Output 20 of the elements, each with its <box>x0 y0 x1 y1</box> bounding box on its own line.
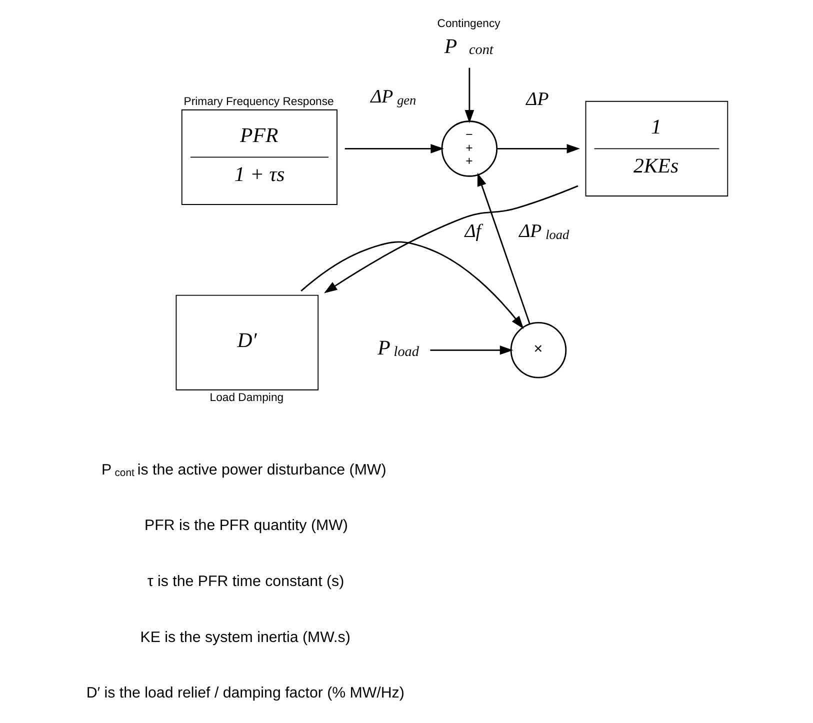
arrow <box>476 172 530 324</box>
node-circle: − + + <box>440 120 498 177</box>
node-box: D′ <box>175 294 318 390</box>
node-box: 1 2KEs <box>584 100 728 196</box>
label: D′ is the load relief / damping factor (% MW/Hz) <box>86 684 404 702</box>
node-box: PFR 1 + τs <box>180 109 337 205</box>
label: PFR is the PFR quantity (MW) <box>144 517 348 534</box>
label: KE is the system inertia (MW.s) <box>140 628 350 646</box>
label: τ is the PFR time constant (s) <box>146 572 344 590</box>
arrow <box>344 144 444 154</box>
edge-label: ΔP <box>526 89 548 110</box>
arrow <box>496 144 580 154</box>
arrow <box>430 346 513 355</box>
node-circle: × <box>510 322 566 378</box>
node-label: Load Damping <box>209 392 284 404</box>
arrow <box>464 68 474 124</box>
edge-label: Δf <box>464 221 481 242</box>
arrow <box>323 185 578 294</box>
node-label: Primary Frequency Response <box>183 96 334 108</box>
arrow <box>300 241 524 330</box>
